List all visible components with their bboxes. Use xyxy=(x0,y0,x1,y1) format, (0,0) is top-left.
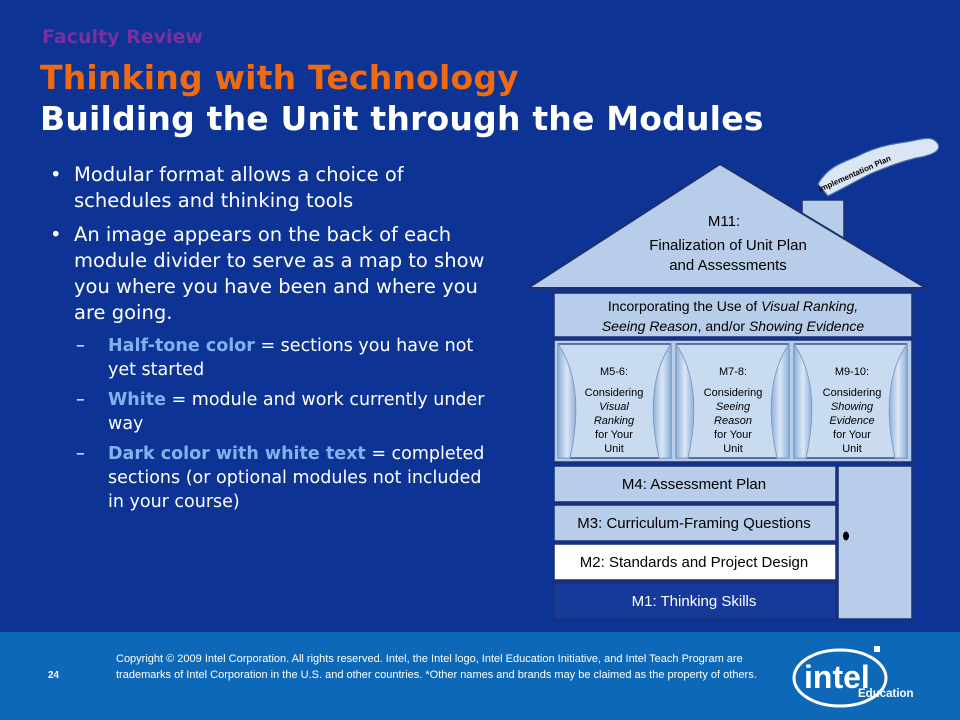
svg-text:Evidence: Evidence xyxy=(829,415,874,427)
dash-icon: – xyxy=(76,444,85,464)
svg-text:Unit: Unit xyxy=(842,443,862,455)
svg-text:Considering: Considering xyxy=(704,387,763,399)
svg-text:Unit: Unit xyxy=(723,443,743,455)
svg-text:M7-8:: M7-8: xyxy=(719,366,747,378)
dash-icon: – xyxy=(76,390,85,410)
svg-text:M9-10:: M9-10: xyxy=(835,366,869,378)
svg-text:Incorporating the Use of Visua: Incorporating the Use of Visual Ranking, xyxy=(608,298,858,314)
page-number: 24 xyxy=(48,670,60,681)
svg-text:Visual: Visual xyxy=(599,401,629,413)
slide-title: Thinking with Technology xyxy=(40,58,519,97)
m1-floor xyxy=(553,582,837,620)
bullet-list: •Modular format allows a choice of sched… xyxy=(48,162,498,514)
m3-label: M3: Curriculum-Framing Questions xyxy=(577,515,810,532)
sub-bullet-item: –Dark color with white text = completed … xyxy=(76,444,485,512)
svg-text:Unit: Unit xyxy=(604,443,624,455)
svg-text:Considering: Considering xyxy=(823,387,882,399)
svg-text:for Your: for Your xyxy=(714,429,752,441)
m2-floor xyxy=(553,543,837,581)
slide: Faculty Review Thinking with Technology … xyxy=(40,26,940,620)
m1-label: M1: Thinking Skills xyxy=(632,593,757,610)
intel-logo-wordmark: intel xyxy=(804,659,870,695)
svg-text:Seeing Reason, and/or Showing: Seeing Reason, and/or Showing Evidence xyxy=(602,318,865,334)
bullet-item: •Modular format allows a choice of sched… xyxy=(50,163,404,212)
svg-text:Showing: Showing xyxy=(831,401,874,413)
svg-text:Reason: Reason xyxy=(714,415,752,427)
footer: 24 Copyright © 2009 Intel Corporation. A… xyxy=(0,632,960,720)
door xyxy=(837,465,913,620)
m2-label: M2: Standards and Project Design xyxy=(580,554,808,571)
window-m7-8: M7-8: Considering Seeing Reason for Your… xyxy=(675,342,790,459)
svg-text:Seeing: Seeing xyxy=(716,401,751,413)
intel-education-label: Education xyxy=(858,688,914,700)
bullet-dot-icon: • xyxy=(50,223,62,246)
faculty-review-label: Faculty Review xyxy=(42,26,203,48)
window-m5-6: M5-6: Considering Visual Ranking for You… xyxy=(557,342,672,459)
window-m9-10: M9-10: Considering Showing Evidence for … xyxy=(793,342,908,459)
svg-text:for Your: for Your xyxy=(833,429,871,441)
roof xyxy=(528,162,930,289)
m11-title: Finalization of Unit Plan xyxy=(649,237,807,254)
module-house-diagram: Implementation Plan M11: Finalization of… xyxy=(528,137,940,620)
m11-subtitle: and Assessments xyxy=(669,257,787,274)
m11-label: M11: xyxy=(708,213,740,230)
door-knob-icon xyxy=(843,531,849,541)
m3-floor xyxy=(553,504,837,542)
incorporating-band xyxy=(553,292,913,338)
dash-icon: – xyxy=(76,336,85,356)
intel-logo: intel xyxy=(792,646,888,708)
bullet-dot-icon: • xyxy=(50,163,62,186)
slide-subtitle: Building the Unit through the Modules xyxy=(40,99,764,138)
sub-bullet-item: –Half-tone color = sections you have not… xyxy=(76,336,474,380)
m4-floor xyxy=(553,465,837,503)
bullet-item: •An image appears on the back of each mo… xyxy=(50,223,485,324)
svg-text:for Your: for Your xyxy=(595,429,633,441)
smoke-cloud xyxy=(817,137,940,197)
sub-bullet-item: –White = module and work currently under… xyxy=(76,390,485,434)
svg-text:Ranking: Ranking xyxy=(594,415,635,427)
copyright-notice: Copyright © 2009 Intel Corporation. All … xyxy=(116,653,757,681)
svg-text:M5-6:: M5-6: xyxy=(600,366,628,378)
m4-label: M4: Assessment Plan xyxy=(622,476,766,493)
svg-text:Considering: Considering xyxy=(585,387,644,399)
